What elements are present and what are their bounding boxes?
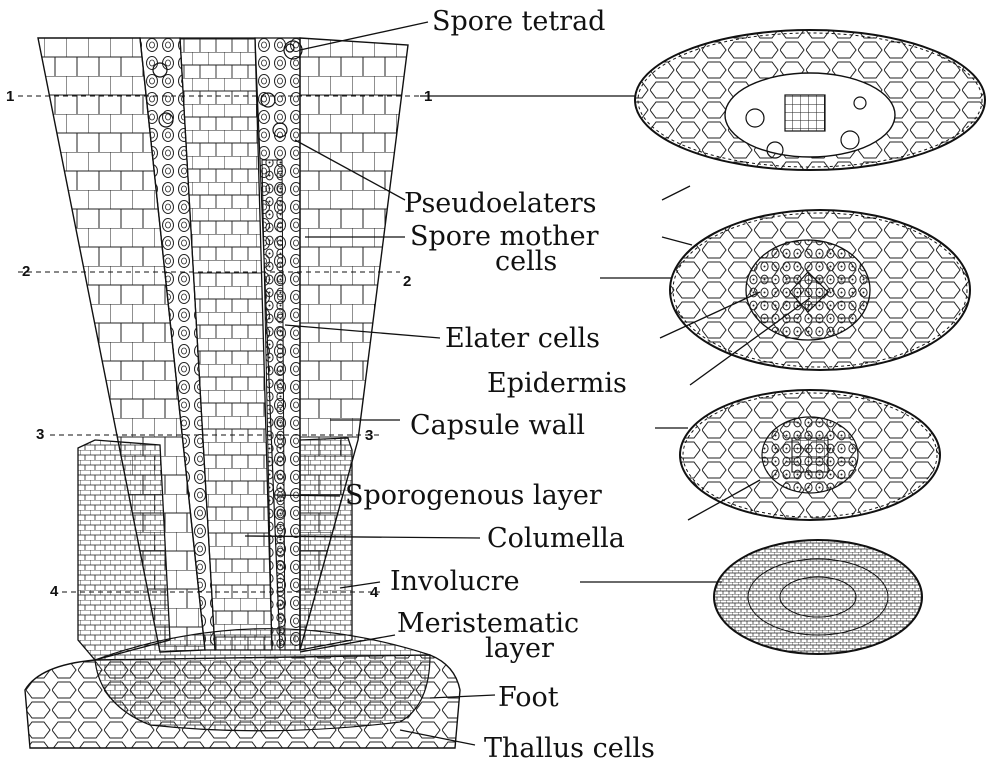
level-marker-1-right: 1	[424, 89, 432, 104]
label-involucre: Involucre	[390, 568, 520, 595]
level-marker-4-right: 4	[370, 585, 378, 600]
level-marker-2-left: 2	[22, 264, 30, 279]
transverse-section-3	[680, 390, 940, 520]
label-capsule-wall: Capsule wall	[410, 412, 585, 439]
label-columella: Columella	[487, 525, 625, 552]
transverse-section-4	[714, 540, 922, 654]
label-elater-cells: Elater cells	[445, 325, 600, 352]
label-foot: Foot	[498, 684, 559, 711]
label-spore-mother-cells-line2: cells	[495, 248, 557, 275]
level-marker-4-left: 4	[50, 584, 58, 599]
level-marker-2-right: 2	[403, 274, 411, 289]
level-marker-1-left: 1	[6, 89, 14, 104]
label-thallus-cells: Thallus cells	[484, 735, 655, 762]
label-meristematic-layer-line2: layer	[485, 635, 554, 662]
label-pseudoelaters: Pseudoelaters	[404, 190, 597, 217]
level-marker-3-right: 3	[365, 428, 373, 443]
label-sporogenous-layer: Sporogenous layer	[345, 482, 602, 509]
label-epidermis: Epidermis	[487, 370, 627, 397]
transverse-section-1	[635, 30, 985, 170]
longitudinal-section	[18, 38, 460, 748]
capsule-wall-right	[300, 38, 408, 650]
transverse-section-2	[670, 210, 970, 370]
label-spore-tetrad: Spore tetrad	[432, 8, 605, 35]
level-marker-3-left: 3	[36, 427, 44, 442]
